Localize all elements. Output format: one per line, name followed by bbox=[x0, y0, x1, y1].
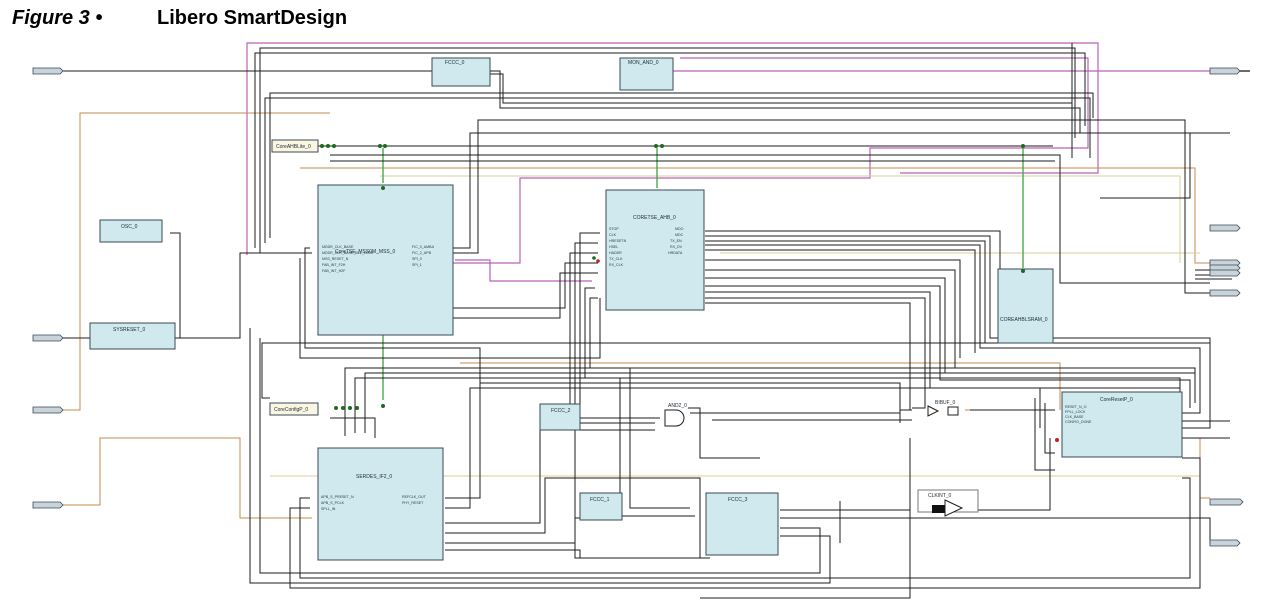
coretse-ahb-block[interactable]: CORETSE_AHB_0 STOP CLK HRESETN HSEL HADD… bbox=[605, 189, 705, 311]
svg-text:FIC_2_APB: FIC_2_APB bbox=[412, 251, 432, 255]
svg-text:MDDR_CLK_BASE_PLL_LOCK: MDDR_CLK_BASE_PLL_LOCK bbox=[322, 251, 374, 255]
figure-title: Libero SmartDesign bbox=[157, 7, 348, 29]
sysreset-block[interactable]: SYSRESET_0 bbox=[89, 322, 176, 350]
coretse-mss-label: CoreTSE_MSS0M_MSS_0 bbox=[335, 249, 396, 255]
svg-text:MDO: MDO bbox=[675, 227, 684, 231]
svg-text:SPI_0: SPI_0 bbox=[412, 257, 422, 261]
svg-text:MDC: MDC bbox=[675, 233, 684, 237]
coreahblite-label: CoreAHBLite_0 bbox=[276, 144, 311, 150]
clkint-label: CLKINT_0 bbox=[928, 493, 952, 499]
svg-text:MSS_RESET_N: MSS_RESET_N bbox=[322, 257, 349, 261]
fccc0-block[interactable]: FCCC_0 bbox=[431, 57, 491, 87]
smartdesign-canvas[interactable]: FCCC_0 MON_AND_0 CoreAHBLite_0 CoreTSE_M… bbox=[0, 38, 1268, 601]
coreresetp-block[interactable]: CoreResetP_0 RESET_N_O FPLL_LOCK CLK_BAS… bbox=[1061, 391, 1183, 458]
svg-text:SPI_1: SPI_1 bbox=[412, 263, 422, 267]
svg-text:RX_DV: RX_DV bbox=[670, 245, 683, 249]
clkint-cell[interactable]: CLKINT_0 bbox=[917, 489, 979, 517]
coreahblite-block[interactable]: CoreAHBLite_0 bbox=[271, 139, 319, 153]
svg-text:RX_CLK: RX_CLK bbox=[609, 263, 624, 267]
svg-text:STOP: STOP bbox=[609, 227, 619, 231]
port-flags[interactable] bbox=[32, 67, 1244, 547]
serdes-label: SERDES_IF2_0 bbox=[356, 474, 392, 480]
svg-text:FAB_INT_H2F: FAB_INT_H2F bbox=[322, 269, 346, 273]
fccc2-block[interactable]: FCCC_2 bbox=[539, 403, 581, 431]
coreresetp-label: CoreResetP_0 bbox=[1100, 397, 1133, 403]
figure-label: Figure 3 • bbox=[12, 7, 103, 29]
figure-caption: Figure 3 • Libero SmartDesign bbox=[12, 5, 347, 31]
osc-block[interactable]: OSC_0 bbox=[99, 219, 163, 243]
junctions bbox=[320, 144, 1059, 442]
svg-text:CLK_BASE: CLK_BASE bbox=[1065, 415, 1084, 419]
coreahblsram-block[interactable]: COREAHBLSRAM_0 bbox=[997, 268, 1054, 344]
svg-text:MDDR_CLK_BASE: MDDR_CLK_BASE bbox=[322, 245, 354, 249]
svg-text:APB_S_PCLK: APB_S_PCLK bbox=[321, 501, 345, 505]
fccc1-label: FCCC_1 bbox=[590, 497, 610, 503]
coretse-ahb-label: CORETSE_AHB_0 bbox=[633, 215, 676, 221]
mon-and-block[interactable]: MON_AND_0 bbox=[619, 57, 674, 91]
and2-gate[interactable]: AND2_0 bbox=[664, 403, 687, 427]
svg-text:CLK: CLK bbox=[609, 233, 617, 237]
fccc3-block[interactable]: FCCC_3 bbox=[705, 492, 779, 556]
svg-text:FPLL_LOCK: FPLL_LOCK bbox=[1065, 410, 1086, 414]
svg-text:REFCLK_OUT: REFCLK_OUT bbox=[402, 495, 427, 499]
and2-label: AND2_0 bbox=[668, 403, 687, 409]
coreconfigp-block[interactable]: CoreConfigP_0 bbox=[269, 402, 319, 416]
coreahblsram-label: COREAHBLSRAM_0 bbox=[1000, 317, 1048, 323]
sysreset-label: SYSRESET_0 bbox=[113, 327, 145, 333]
routing-nets bbox=[62, 43, 1250, 599]
fccc2-label: FCCC_2 bbox=[551, 408, 571, 414]
svg-text:PHY_RESET: PHY_RESET bbox=[402, 501, 424, 505]
svg-text:HADDR: HADDR bbox=[609, 251, 622, 255]
osc-label: OSC_0 bbox=[121, 224, 138, 230]
fccc3-label: FCCC_3 bbox=[728, 497, 748, 503]
svg-text:CONFIG_DONE: CONFIG_DONE bbox=[1065, 420, 1092, 424]
coretse-mss-block[interactable]: CoreTSE_MSS0M_MSS_0 MDDR_CLK_BASE MDDR_C… bbox=[317, 184, 454, 336]
svg-text:APB_S_PRESET_N: APB_S_PRESET_N bbox=[321, 495, 354, 499]
mon-and-label: MON_AND_0 bbox=[628, 60, 659, 66]
serdes-block[interactable]: SERDES_IF2_0 APB_S_PRESET_N APB_S_PCLK S… bbox=[317, 447, 444, 561]
svg-text:FAB_INT_F2H: FAB_INT_F2H bbox=[322, 263, 346, 267]
fccc0-label: FCCC_0 bbox=[445, 60, 465, 66]
bibuf-cell[interactable]: BIBUF_0 bbox=[927, 400, 959, 417]
fccc1-block[interactable]: FCCC_1 bbox=[579, 492, 623, 521]
svg-text:FIC_0_AMBA: FIC_0_AMBA bbox=[412, 245, 435, 249]
svg-text:TX_CLK: TX_CLK bbox=[609, 257, 623, 261]
svg-text:HSEL: HSEL bbox=[609, 245, 618, 249]
svg-text:TX_EN: TX_EN bbox=[670, 239, 682, 243]
svg-text:HRDATA: HRDATA bbox=[668, 251, 683, 255]
svg-text:RESET_N_O: RESET_N_O bbox=[1065, 405, 1087, 409]
bibuf-label: BIBUF_0 bbox=[935, 400, 956, 406]
coreconfigp-label: CoreConfigP_0 bbox=[274, 407, 308, 413]
svg-text:SPLL_IN: SPLL_IN bbox=[321, 507, 336, 511]
svg-text:HRESETN: HRESETN bbox=[609, 239, 627, 243]
